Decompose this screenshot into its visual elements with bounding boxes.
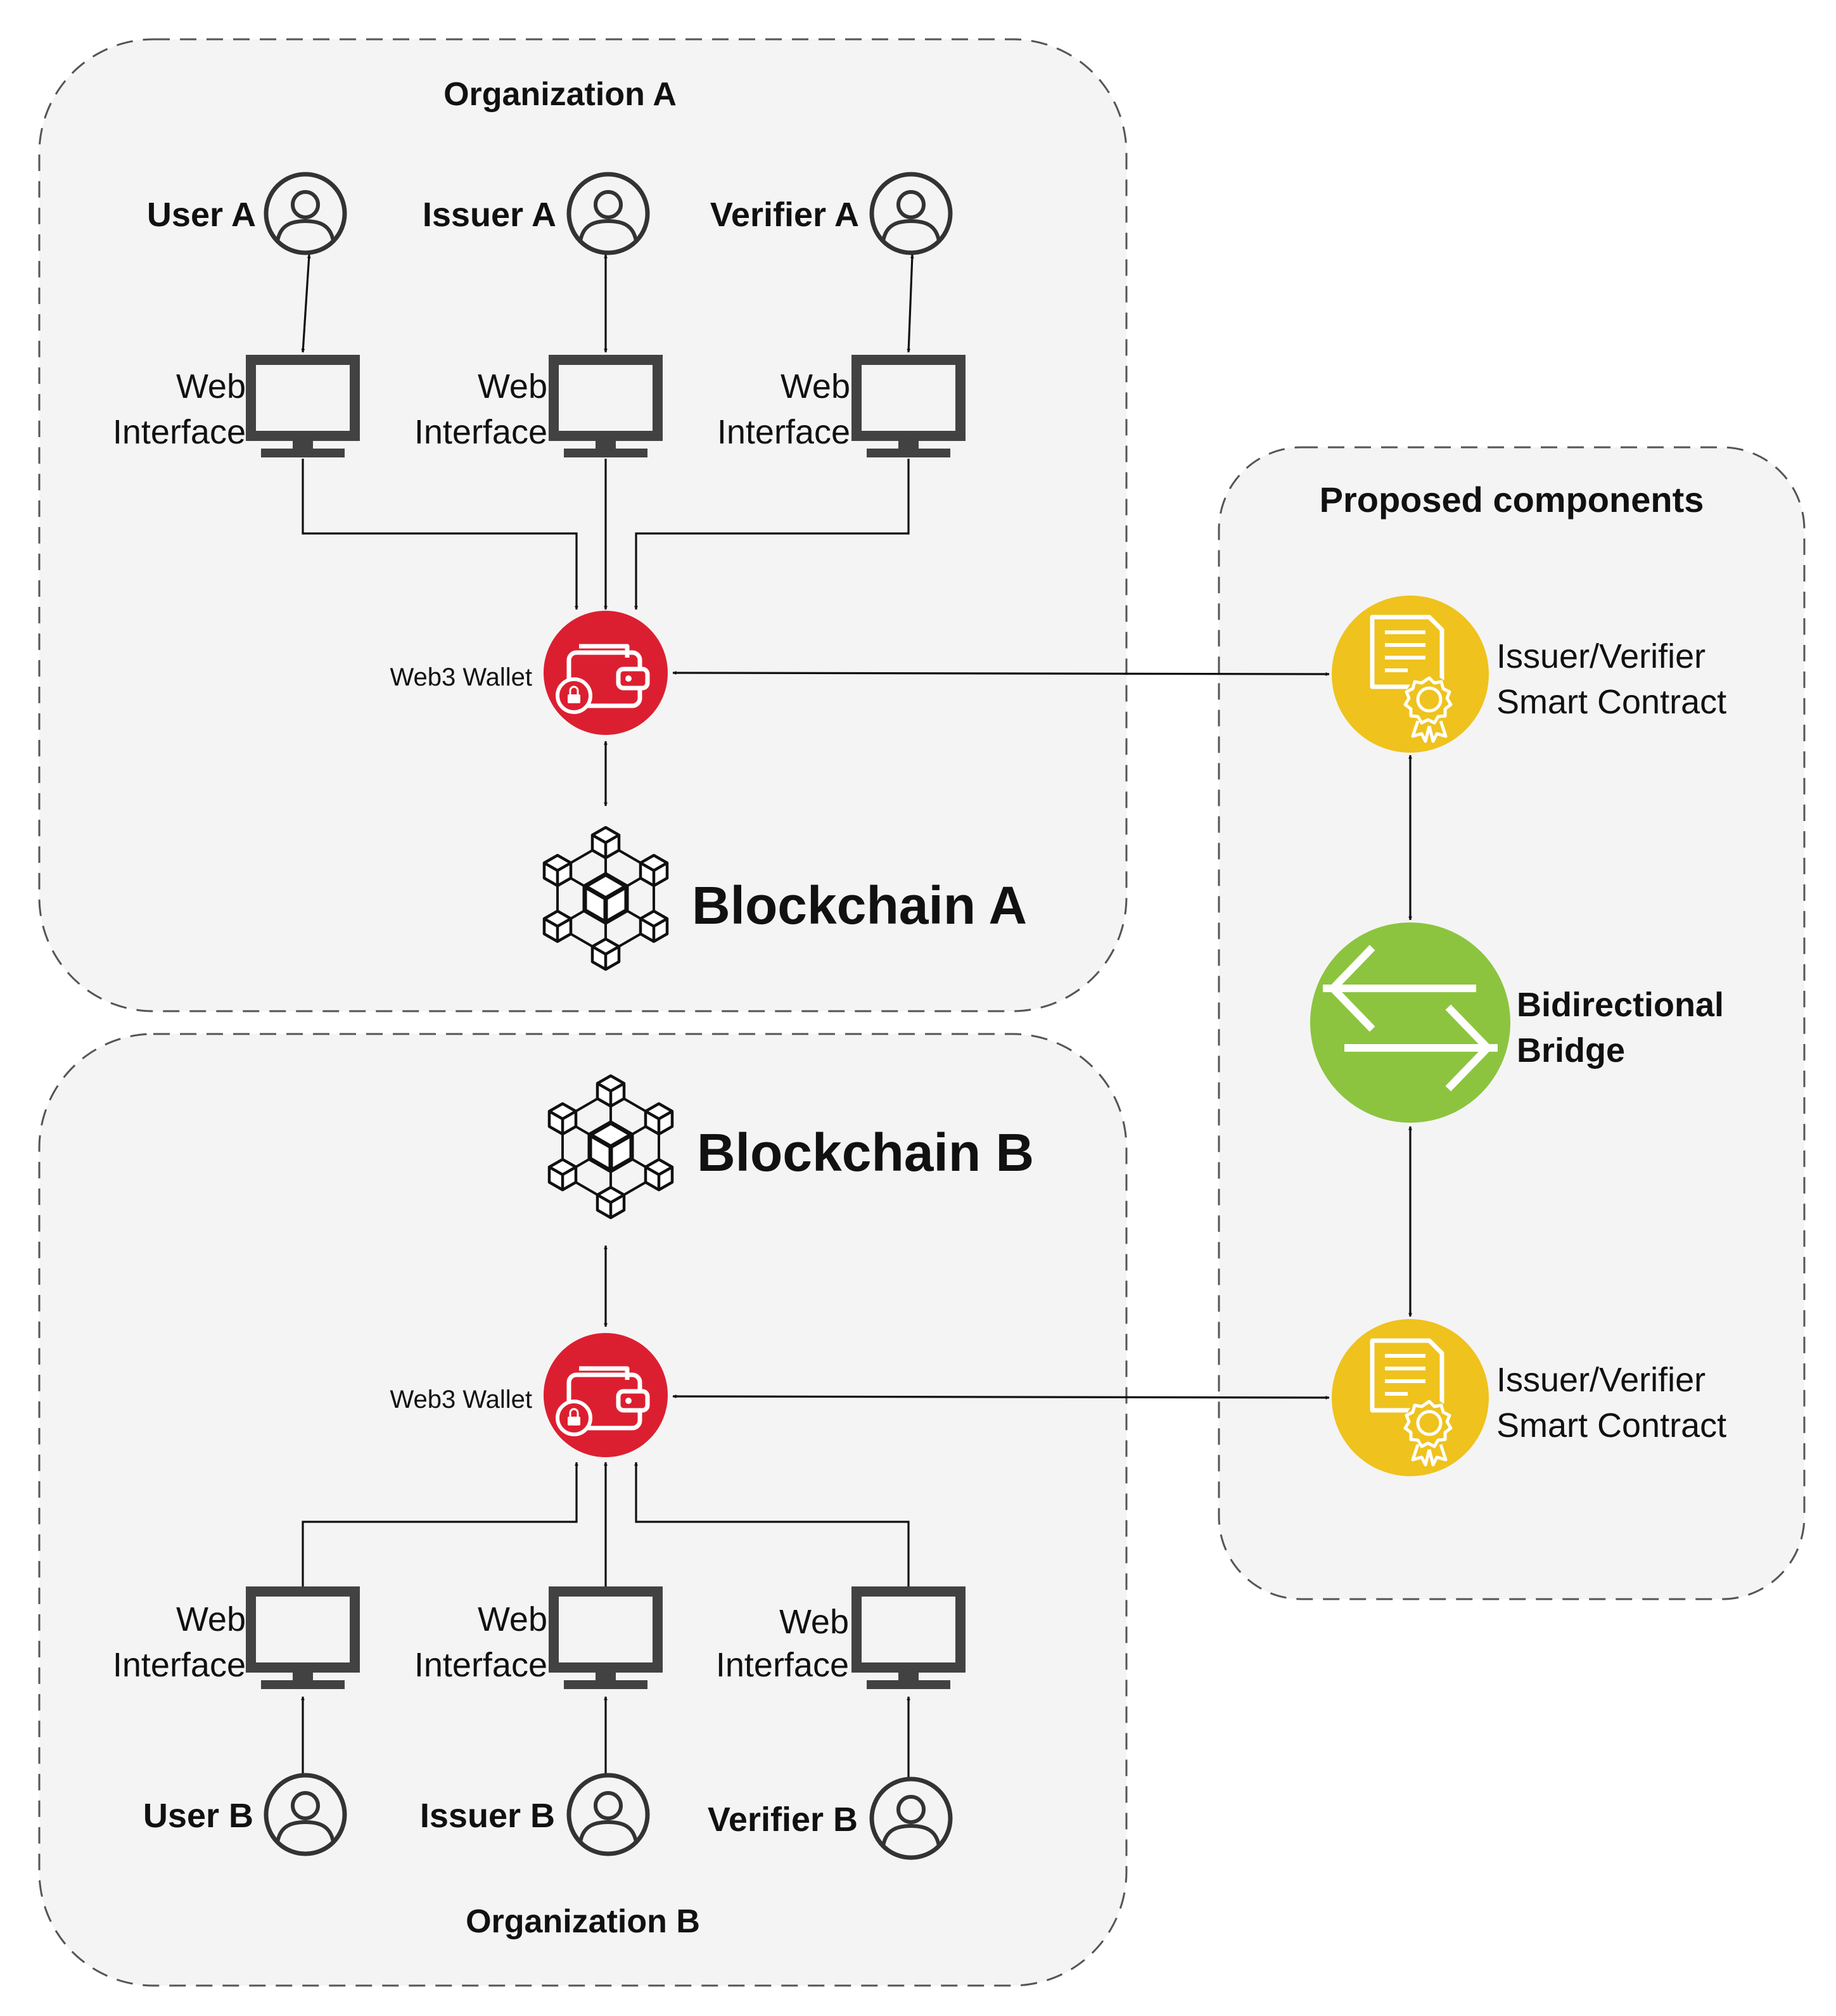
certificate-icon (1332, 596, 1489, 753)
blockchain-a-label: Blockchain A (692, 876, 1027, 935)
wallet-icon (544, 611, 668, 735)
web-interface-label: Interface (414, 1646, 547, 1684)
bridge-label: Bidirectional (1517, 986, 1724, 1024)
user-a-label: User A (147, 196, 256, 234)
issuer-b-label: Issuer B (420, 1797, 555, 1835)
organization-a-panel (38, 38, 1128, 1012)
web-interface-label: Web (478, 1600, 547, 1638)
user-b-label: User B (143, 1797, 253, 1835)
web-interface-label: Interface (717, 413, 850, 451)
web-interface-label: Interface (113, 413, 246, 451)
organization-b-title: Organization B (466, 1903, 700, 1940)
verifier-b-label: Verifier B (708, 1801, 858, 1839)
contract-bottom-label: Issuer/Verifier (1496, 1361, 1705, 1399)
contract-bottom-label: Smart Contract (1496, 1407, 1726, 1445)
wallet-icon (544, 1333, 668, 1457)
organization-b-panel (38, 1033, 1128, 1987)
swap-arrows-glyph (1323, 945, 1498, 1092)
issuer-a-label: Issuer A (423, 196, 556, 234)
web-interface-label: Web (478, 367, 547, 405)
contract-top-label: Smart Contract (1496, 683, 1726, 721)
web3-wallet-b-label: Web3 Wallet (390, 1386, 532, 1413)
web-interface-label: Web (176, 367, 246, 405)
swap-arrows-icon (1310, 922, 1510, 1123)
web-interface-label: Web (781, 367, 850, 405)
web-interface-label: Interface (113, 1646, 246, 1684)
web-interface-label: Interface (414, 413, 547, 451)
bridge-label: Bridge (1517, 1031, 1625, 1069)
web-interface-label: Web (779, 1603, 849, 1641)
organization-a-title: Organization A (443, 76, 677, 113)
certificate-icon (1332, 1319, 1489, 1476)
web-interface-label: Interface (716, 1646, 849, 1684)
proposed-components-title: Proposed components (1320, 480, 1704, 520)
verifier-a-label: Verifier A (710, 196, 859, 234)
contract-top-label: Issuer/Verifier (1496, 637, 1705, 675)
web3-wallet-a-label: Web3 Wallet (390, 663, 532, 691)
web-interface-label: Web (176, 1600, 246, 1638)
blockchain-b-label: Blockchain B (697, 1123, 1034, 1182)
